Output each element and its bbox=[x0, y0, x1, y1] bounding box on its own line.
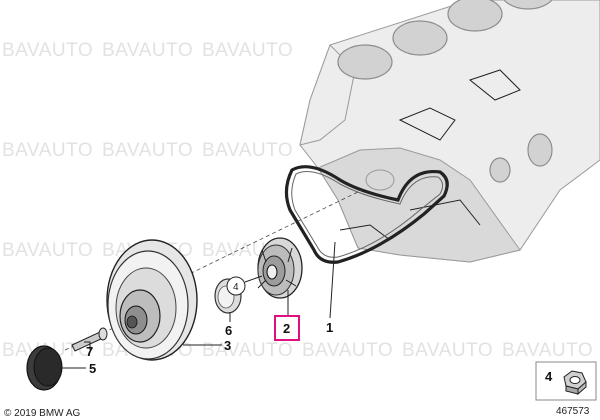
legend-box-nut: 4 bbox=[535, 361, 597, 401]
watermark-text: BAVAUTO bbox=[202, 340, 293, 361]
drive-belt bbox=[284, 165, 449, 264]
legend-item-number: 4 bbox=[545, 369, 553, 384]
callout-4[interactable]: 4 bbox=[233, 282, 239, 293]
cover-cap bbox=[26, 345, 63, 391]
callout-5[interactable]: 5 bbox=[89, 361, 96, 376]
watermark-text: BAVAUTO bbox=[502, 340, 593, 361]
callout-3[interactable]: 3 bbox=[224, 338, 231, 353]
engine-block bbox=[299, 0, 600, 263]
watermark-text: BAVAUTO bbox=[202, 40, 293, 61]
assembly-axis-line bbox=[139, 189, 363, 299]
highlight-box bbox=[274, 315, 300, 341]
watermark-text: BAVAUTO bbox=[202, 140, 293, 161]
diagram-number: 467573 bbox=[556, 406, 590, 417]
callouts: 1 2 3 4 5 6 7 bbox=[86, 276, 333, 376]
leader-lines bbox=[60, 241, 336, 369]
vibration-damper bbox=[106, 239, 198, 361]
watermark-text: BAVAUTO bbox=[302, 340, 393, 361]
watermark-text: BAVAUTO bbox=[2, 40, 93, 61]
watermark-text: BAVAUTO bbox=[102, 40, 193, 61]
watermark-text: BAVAUTO bbox=[102, 140, 193, 161]
copyright-text: © 2019 BMW AG bbox=[4, 408, 81, 419]
callout-6[interactable]: 6 bbox=[225, 323, 232, 338]
watermark-text: BAVAUTO bbox=[2, 240, 93, 261]
callout-7[interactable]: 7 bbox=[86, 344, 93, 359]
callout-2[interactable]: 2 bbox=[283, 321, 290, 336]
nut-icon bbox=[563, 370, 587, 396]
belt-pulley-hub bbox=[257, 237, 303, 299]
watermark-text: BAVAUTO bbox=[2, 140, 93, 161]
callout-1[interactable]: 1 bbox=[326, 320, 333, 335]
watermark-text: BAVAUTO bbox=[402, 340, 493, 361]
callout-4-circle bbox=[226, 276, 246, 296]
